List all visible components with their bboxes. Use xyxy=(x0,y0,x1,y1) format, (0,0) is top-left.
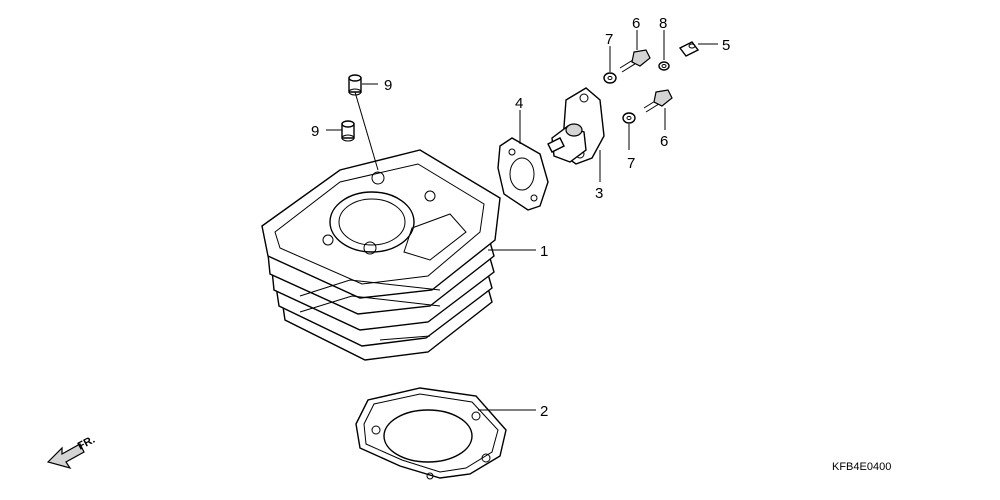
diagram-code: KFB4E0400 xyxy=(832,461,891,473)
sealing-bolt[interactable] xyxy=(678,41,700,57)
cylinder-base-gasket[interactable] xyxy=(355,387,507,480)
callout-cylinder: 1 xyxy=(540,243,548,260)
sealing-washer[interactable] xyxy=(658,61,670,71)
front-arrow-icon xyxy=(46,443,85,470)
tensioner-gasket[interactable] xyxy=(497,137,549,211)
callout-bolt-bottom: 6 xyxy=(660,133,668,150)
callout-base-gasket: 2 xyxy=(540,403,548,420)
callout-tensioner-gasket: 4 xyxy=(515,95,523,112)
callout-dowel-top: 9 xyxy=(384,77,392,94)
cam-chain-tensioner-lifter[interactable] xyxy=(547,87,605,165)
washer-top[interactable] xyxy=(603,72,617,84)
callout-washer-bottom: 7 xyxy=(627,155,635,172)
leader-lines xyxy=(326,30,718,411)
dowel-pin-left[interactable] xyxy=(341,120,355,142)
front-direction-marker: FR. xyxy=(46,434,97,470)
callout-bolt-top: 6 xyxy=(632,15,640,32)
callout-sealing-bolt: 5 xyxy=(722,37,730,54)
callout-dowel-left: 9 xyxy=(311,123,319,140)
callout-washer-top: 7 xyxy=(605,31,613,48)
front-label: FR. xyxy=(76,434,97,453)
dowel-pin-top[interactable] xyxy=(348,74,362,96)
cylinder[interactable] xyxy=(261,149,501,361)
flange-bolt-bottom[interactable] xyxy=(643,89,673,113)
washer-bottom[interactable] xyxy=(622,112,636,124)
flange-bolt-top[interactable] xyxy=(619,49,651,73)
callout-sealing-washer: 8 xyxy=(659,15,667,32)
callout-tensioner-lifter: 3 xyxy=(595,185,603,202)
